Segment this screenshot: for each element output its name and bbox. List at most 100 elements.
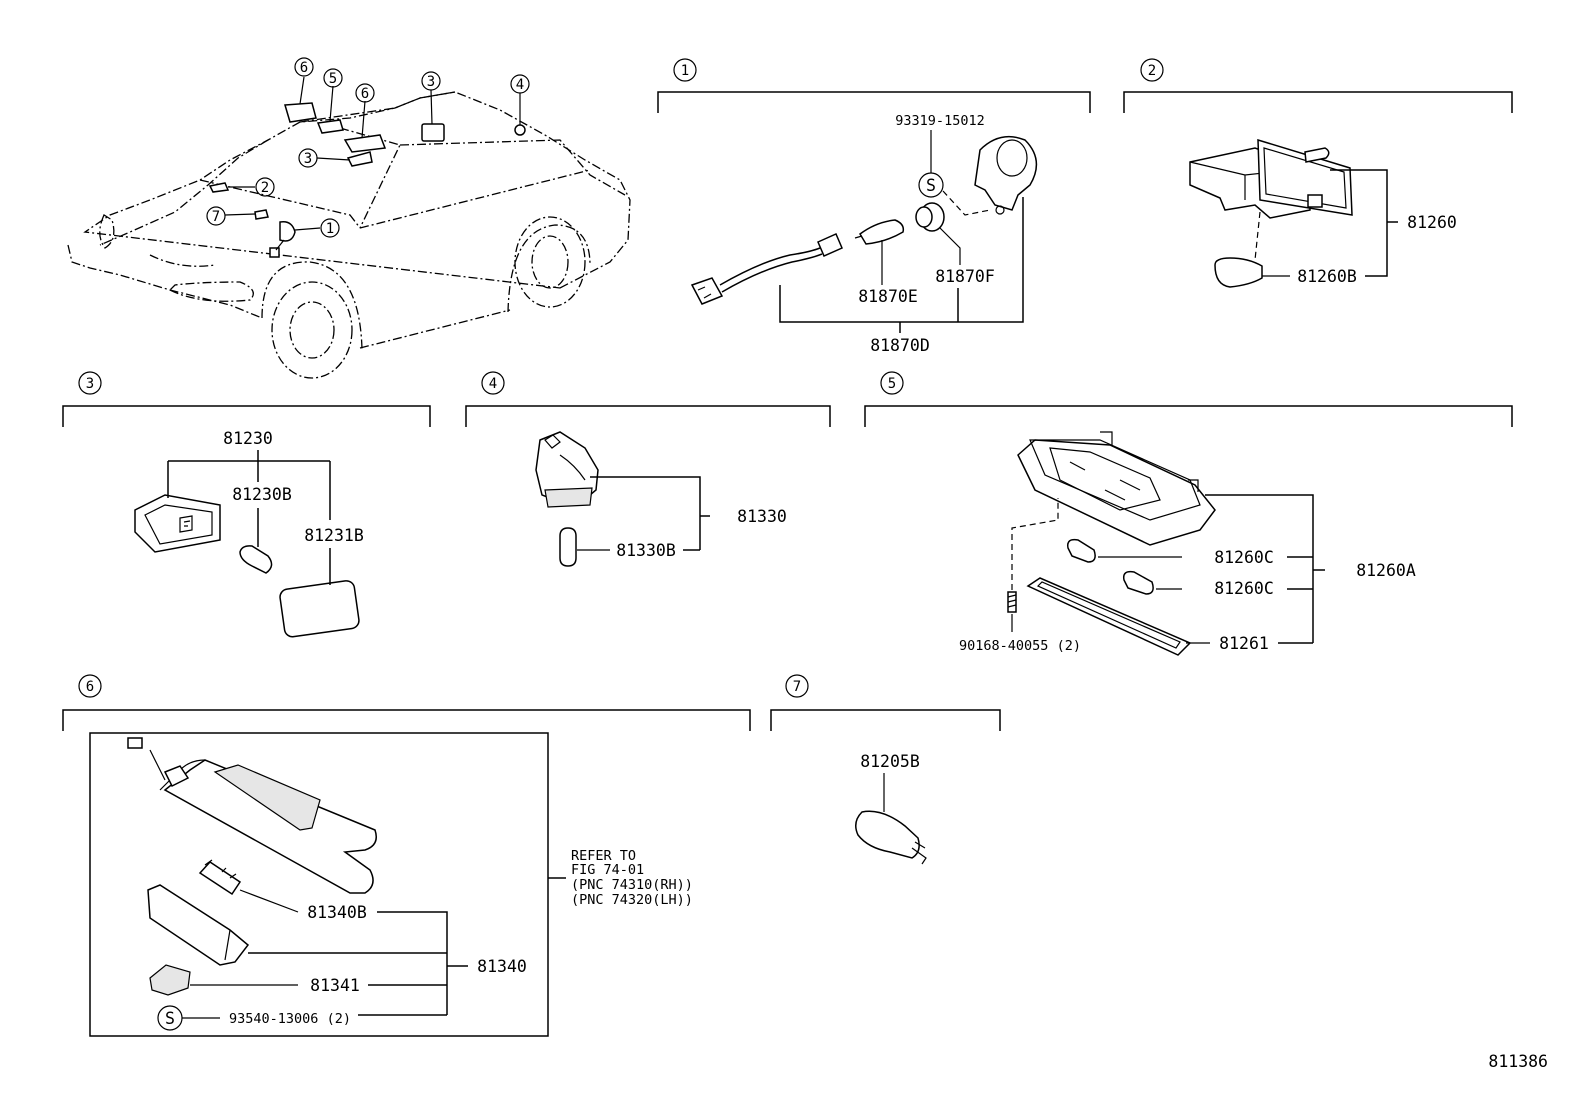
- figure-id: 811386: [1488, 1052, 1548, 1071]
- section-7-bracket: [770, 709, 1001, 731]
- label-81870E: 81870E: [858, 287, 918, 306]
- car-marker-3a: 3: [421, 71, 441, 91]
- section-1: 1 S 93319-15012 81870E 81870F: [657, 58, 1091, 355]
- car-marker-1: 1: [320, 218, 340, 238]
- section-1-bracket: [657, 91, 1091, 113]
- refer-line-2: FIG 74-01: [571, 862, 644, 878]
- section-2: 2 81260 81260B: [1123, 58, 1513, 288]
- section-6-marker: 6: [78, 674, 102, 698]
- section-7-marker: 7: [785, 674, 809, 698]
- section-3-bracket: [62, 405, 431, 427]
- section-3: 3 81230 81230B 81231B: [62, 371, 431, 638]
- svg-text:2: 2: [261, 180, 269, 196]
- lens-81340: [147, 884, 250, 966]
- svg-text:7: 7: [212, 209, 220, 225]
- vanity-lamp-location-left: [284, 102, 317, 123]
- label-93319-15012: 93319-15012: [895, 113, 984, 129]
- label-81260B: 81260B: [1297, 267, 1357, 286]
- bracket-81870D: [974, 135, 1038, 211]
- sun-visor: [163, 759, 377, 894]
- label-81260A: 81260A: [1356, 561, 1416, 580]
- svg-text:5: 5: [329, 71, 337, 87]
- label-81260C-1: 81260C: [1214, 548, 1274, 567]
- svg-text:6: 6: [361, 86, 369, 102]
- svg-text:4: 4: [489, 376, 497, 392]
- bulb-81260B: [1214, 257, 1263, 288]
- label-81341: 81341: [310, 976, 360, 995]
- section-6-frame: [89, 732, 549, 1037]
- ignition-lamp-location: [254, 209, 269, 220]
- car-marker-2: 2: [255, 177, 275, 197]
- bulb-81260C-2: [1122, 570, 1154, 595]
- pad-81341: [149, 964, 191, 996]
- svg-text:5: 5: [888, 376, 896, 392]
- svg-text:S: S: [926, 176, 936, 195]
- label-81340B: 81340B: [307, 903, 367, 922]
- car-marker-6a: 6: [294, 57, 314, 77]
- bulb-81870E: [859, 219, 905, 245]
- section-4: 4 81330 81330B: [465, 371, 831, 567]
- section-2-marker: 2: [1140, 58, 1164, 82]
- lens-81231B: [279, 580, 360, 638]
- section-4-marker: 4: [481, 371, 505, 395]
- refer-line-1: REFER TO: [571, 848, 636, 864]
- bulb-81330B: [559, 527, 577, 567]
- section-7: 7 81205B: [770, 674, 1001, 865]
- label-81231B: 81231B: [304, 526, 364, 545]
- svg-text:2: 2: [1148, 63, 1156, 79]
- svg-text:6: 6: [86, 679, 94, 695]
- section-6: 6 S 81340B 81341 93540-13006 (2): [62, 674, 751, 1037]
- section-2-bracket: [1123, 91, 1513, 113]
- vanity-lamp-location-right: [343, 134, 387, 153]
- connector-81870D: [690, 277, 724, 305]
- s-mark-1: S: [918, 172, 944, 198]
- label-81340: 81340: [477, 957, 527, 976]
- bulb-81230B: [239, 545, 273, 574]
- room-lamp-location-rear: [421, 123, 445, 142]
- section-6-bracket: [62, 709, 751, 731]
- socket-81870D: [817, 233, 843, 257]
- label-81330: 81330: [737, 507, 787, 526]
- section-3-marker: 3: [78, 371, 102, 395]
- section-4-bracket: [465, 405, 831, 427]
- label-81330B: 81330B: [616, 541, 676, 560]
- section-5: 5 81260C 81260C 81261 81260A 90168-40055…: [864, 371, 1513, 656]
- label-81870F: 81870F: [935, 267, 995, 286]
- svg-text:1: 1: [681, 63, 689, 79]
- label-81230B: 81230B: [232, 485, 292, 504]
- svg-text:3: 3: [304, 151, 312, 167]
- key-cylinder-lamp-location: [279, 220, 296, 242]
- svg-text:3: 3: [86, 376, 94, 392]
- map-lamp-location: [316, 119, 344, 134]
- svg-text:S: S: [165, 1009, 175, 1028]
- label-81261: 81261: [1219, 634, 1269, 653]
- svg-text:7: 7: [793, 679, 801, 695]
- label-93540-13006: 93540-13006 (2): [229, 1011, 351, 1027]
- room-lamp-location-front: [346, 151, 373, 167]
- refer-line-4: (PNC 74320(LH)): [571, 892, 693, 908]
- luggage-lamp-location: [514, 124, 526, 136]
- label-81205B: 81205B: [860, 752, 920, 771]
- s-mark-6: S: [157, 1005, 183, 1031]
- bulb-81340B: [198, 861, 242, 896]
- car-marker-4: 4: [510, 74, 530, 94]
- car-overview: 6 5 6 3 4 3 2 7: [67, 57, 631, 379]
- svg-text:6: 6: [300, 60, 308, 76]
- car-marker-7: 7: [206, 206, 226, 226]
- svg-text:3: 3: [427, 74, 435, 90]
- car-marker-5: 5: [323, 68, 343, 88]
- refer-line-3: (PNC 74310(RH)): [571, 877, 693, 893]
- glove-lamp-location: [208, 182, 230, 193]
- section-5-bracket: [864, 405, 1513, 427]
- car-marker-3b: 3: [298, 148, 318, 168]
- label-81230: 81230: [223, 429, 273, 448]
- section-5-marker: 5: [880, 371, 904, 395]
- svg-text:1: 1: [326, 221, 334, 237]
- label-81260C-2: 81260C: [1214, 579, 1274, 598]
- label-81260: 81260: [1407, 213, 1457, 232]
- lamp-housing-81230: [134, 494, 221, 553]
- section-1-marker: 1: [673, 58, 697, 82]
- car-body-outline: [67, 91, 631, 349]
- label-81870D: 81870D: [870, 336, 930, 355]
